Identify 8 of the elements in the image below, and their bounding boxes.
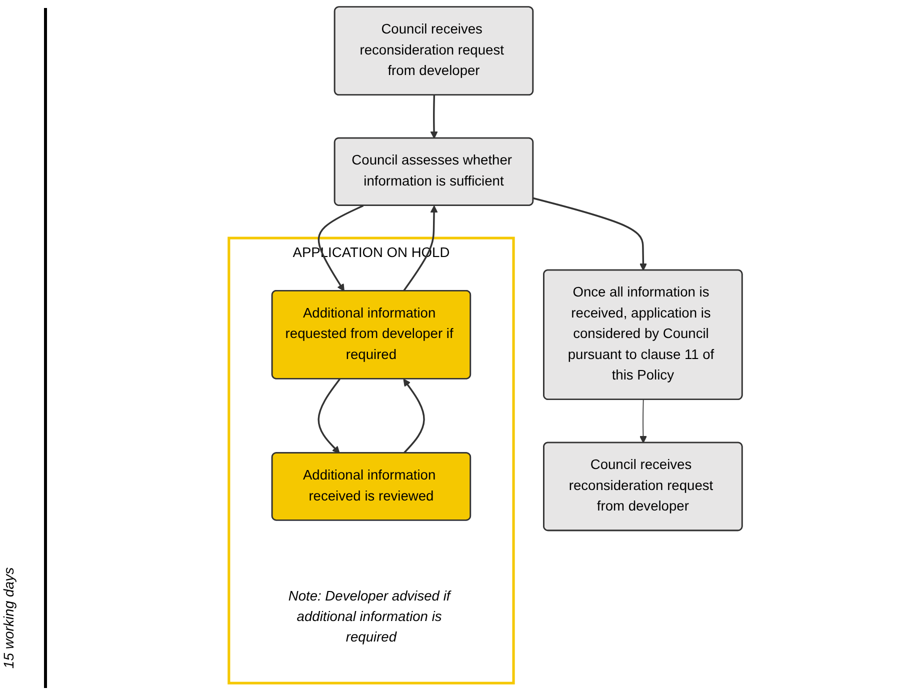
duration-label: 15 working days — [0, 567, 17, 669]
arrow — [317, 204, 364, 292]
arrow — [402, 205, 438, 292]
arrow — [532, 197, 646, 271]
arrow — [430, 95, 438, 139]
arrow — [402, 378, 424, 454]
arrow — [638, 399, 646, 444]
arrow — [317, 378, 340, 454]
